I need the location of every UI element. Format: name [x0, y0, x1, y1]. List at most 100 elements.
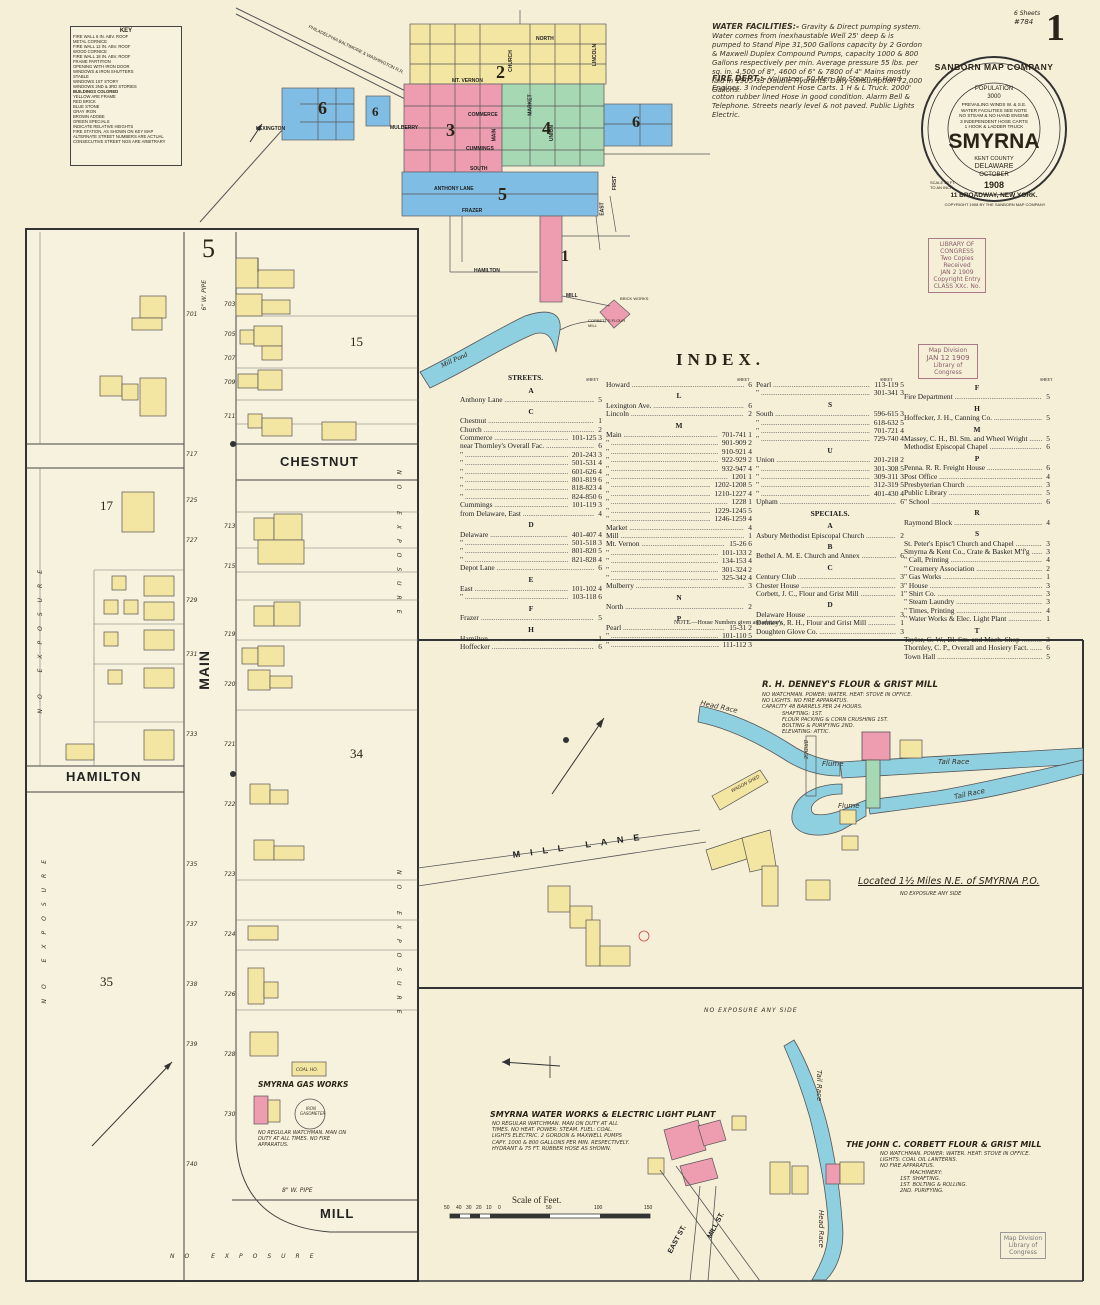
scale-tick: 10 [486, 1205, 492, 1211]
index-entry-ref: 301-308 5 [873, 463, 904, 473]
index-entry-ref: 824-850 6 [571, 491, 602, 501]
key-color-blue: BLUE STONE [73, 104, 100, 109]
index-entry-ref: 3 [900, 580, 904, 590]
corbett-note-line: NO FIRE APPARATUS. [880, 1163, 935, 1170]
corbett-note-line: 1ST. BOLTING & ROLLING. [900, 1182, 968, 1189]
house-number: 711 [224, 413, 236, 420]
scale-of-feet-label: Scale of Feet. [512, 1195, 562, 1205]
water-pipe-mill: 8" W. PIPE [282, 1187, 313, 1194]
index-entry: Cummings101-119 3 [460, 500, 602, 510]
index-entry-name: South [756, 410, 870, 418]
index-entry-ref: 103-118 6 [572, 592, 602, 602]
waterworks-drawing [449, 1039, 865, 1282]
house-number: 737 [186, 921, 198, 928]
house-number: 733 [186, 731, 198, 738]
keymap-street-commerce: COMMERCE [468, 112, 498, 118]
key-item: OPENING WITH IRON DOOR [73, 64, 130, 69]
sheet-number: 1 [1046, 7, 1065, 49]
index-entry-ref: 1 [598, 416, 602, 426]
index-entry-name: " [606, 498, 728, 506]
index-entry: " Shirt Co.3 [904, 588, 1050, 598]
index-entry: Raymond Block4 [904, 517, 1050, 527]
block-number-17: 17 [100, 498, 113, 513]
index-entry-ref: 401-407 4 [571, 529, 602, 539]
index-entry-name: " [460, 468, 568, 476]
index-entry: "922-929 2 [606, 455, 752, 464]
panel-sheet-number: 5 [202, 234, 215, 263]
index-entry-ref: 2 [748, 602, 752, 612]
index-letter-heading: L [676, 391, 682, 401]
corbett-note-line: LIGHTS: COAL OIL LANTERNS. [880, 1157, 958, 1164]
index-entry-ref: 6 [748, 400, 752, 410]
stamp-line: Copyright Entry [933, 276, 981, 283]
exposure-note-left-2: NO EXPOSURE [41, 850, 48, 1004]
index-entry-name: Union [756, 456, 870, 464]
corbett-note-line: MACHINERY: [910, 1169, 943, 1176]
index-entry: Pearl113-119 5 [756, 380, 904, 389]
denney-bridge-label: BRIDGE [802, 740, 808, 760]
index-entry-ref: 201-218 2 [873, 455, 904, 465]
index-entry-ref: 1229-1245 5 [714, 505, 752, 515]
corbett-note-line: 1ST. SHAFTING. [900, 1175, 941, 1182]
house-number: 707 [224, 355, 236, 362]
corbett-tail-race-label: Tail Race [815, 1070, 823, 1102]
index-entry-name: " [460, 556, 568, 564]
house-number: 739 [186, 1041, 198, 1048]
index-entry-name: Taylor, G. W., Bl. Sm. and Mach. Shop [904, 636, 1042, 644]
index-entry-ref: 3 [1046, 588, 1050, 598]
index-entry: "618-632 5 [756, 418, 904, 427]
keymap-street-mill: MILL [566, 293, 578, 299]
index-entry: Depot Lane6 [460, 563, 602, 572]
index-entry-ref: 1 [900, 588, 904, 598]
exposure-note-bottom: NO EXPOSURE [170, 1253, 324, 1260]
fire-dept-note: FIRE DEPT.:- Volunteer. 50 Men. No Steam… [712, 74, 924, 120]
index-entry: " Call, Printing4 [904, 555, 1050, 564]
stamp-line: Two Copies Received [940, 255, 974, 269]
fire-dept-label: FIRE DEPT.:- [712, 74, 767, 83]
scale-tick: 50 [444, 1205, 450, 1211]
index-entry-name: " [606, 439, 718, 447]
index-entry-ref: 501-518 3 [571, 537, 602, 547]
key-color-green: GREEN SPECIALS [73, 119, 110, 124]
index-entry-name: near Thornley's Overall Fac. [460, 442, 594, 450]
index-entry-ref: 5 [1046, 488, 1050, 498]
index-entry-ref: 910-921 4 [721, 446, 752, 456]
gasometer-label: IRON GASOMETER [300, 1106, 326, 1116]
index-entry: Methodist Episcopal Chapel6 [904, 443, 1050, 452]
house-number: 705 [224, 331, 236, 338]
index-entry-ref: 701-721 4 [873, 426, 904, 436]
index-entry: "901-909 2 [606, 439, 752, 448]
index-letter-heading: S [974, 529, 980, 539]
corbett-note-line: 2ND. PURIFYING. [900, 1188, 944, 1195]
index-entry-ref: 1 [748, 530, 752, 540]
index-entry: "101-133 2 [606, 547, 752, 557]
index-entry-ref: 3 [1046, 480, 1050, 490]
corbett-note-line: NO WATCHMAN. POWER: WATER. HEAT: STOVE I… [880, 1151, 1031, 1157]
index-sheet-label-4: SHEET [1040, 377, 1053, 382]
index-entry-ref: 101-119 3 [572, 500, 602, 510]
house-number: 721 [224, 741, 236, 748]
index-entry-name: Denney's, R. H., Flour and Grist Mill [756, 619, 896, 627]
index-entry-name: " School [904, 498, 1042, 506]
index-entry-ref: 325-342 4 [721, 572, 752, 582]
house-number: 722 [224, 801, 236, 808]
index-entry-ref: 701-741 1 [721, 430, 752, 440]
index-entry: "1246-1259 4 [606, 514, 752, 523]
library-stamp-2: Map Division JAN 12 1909 Library of Cong… [918, 344, 978, 379]
seal-note-line: WATER FACILITIES SEE NOTE [960, 107, 1028, 113]
index-entry-ref: 15-26 6 [729, 539, 752, 549]
index-entry-ref: 3 [900, 626, 904, 636]
index-entry-ref: 6 [1046, 643, 1050, 653]
index-entry-name: " [606, 641, 719, 649]
index-entry-ref: 5 [1046, 392, 1050, 402]
keymap-street-church: CHURCH [507, 50, 514, 72]
index-entry-ref: 3 [1046, 580, 1050, 590]
index-entry-ref: 932-947 4 [721, 463, 752, 473]
key-map [199, 7, 710, 389]
index-entry-ref: 4 [1046, 517, 1050, 527]
index-entry-ref: 2 [1046, 563, 1050, 573]
index-entry-ref: 101-133 2 [721, 547, 752, 557]
index-entry: Frazer5 [460, 613, 602, 622]
house-number: 729 [186, 597, 198, 604]
index-entry: "134-153 4 [606, 556, 752, 565]
